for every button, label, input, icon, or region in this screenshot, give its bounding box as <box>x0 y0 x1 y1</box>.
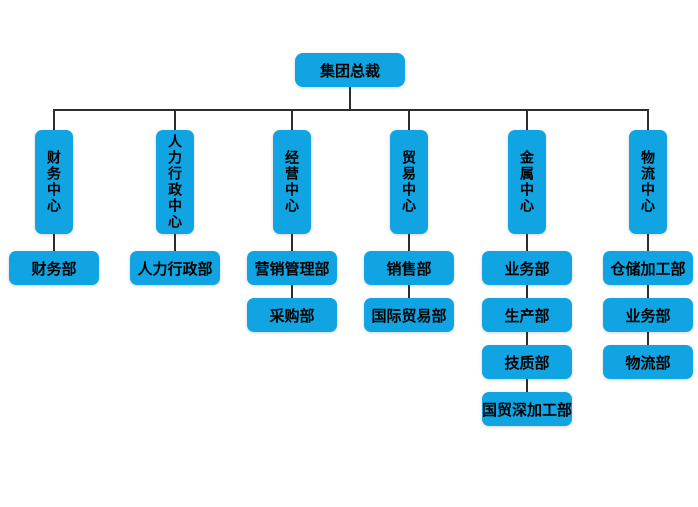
dept-node: 国贸深加工部 <box>482 392 572 426</box>
center-node-operations: 经营中心 <box>273 130 311 234</box>
connector-drop <box>647 109 649 130</box>
dept-node: 技质部 <box>482 345 572 379</box>
connector <box>174 234 176 251</box>
connector <box>647 285 649 298</box>
connector-drop <box>53 109 55 130</box>
dept-node: 仓储加工部 <box>603 251 693 285</box>
connector <box>408 285 410 298</box>
dept-node: 物流部 <box>603 345 693 379</box>
connector-drop <box>526 109 528 130</box>
connector <box>291 285 293 298</box>
connector <box>647 332 649 345</box>
connector <box>408 234 410 251</box>
connector-horizontal-bus <box>53 109 649 111</box>
connector-root-stub <box>349 87 351 110</box>
dept-node: 人力行政部 <box>130 251 220 285</box>
center-node-finance: 财务中心 <box>35 130 73 234</box>
connector <box>526 332 528 345</box>
center-node-trade: 贸易中心 <box>390 130 428 234</box>
dept-node: 财务部 <box>9 251 99 285</box>
center-node-logistics: 物流中心 <box>629 130 667 234</box>
connector-drop <box>174 109 176 130</box>
dept-node: 国际贸易部 <box>364 298 454 332</box>
dept-node: 生产部 <box>482 298 572 332</box>
dept-node: 营销管理部 <box>247 251 337 285</box>
center-node-hr-admin: 人力行政中心 <box>156 130 194 234</box>
dept-node: 业务部 <box>603 298 693 332</box>
dept-node: 销售部 <box>364 251 454 285</box>
dept-node: 业务部 <box>482 251 572 285</box>
connector-drop <box>408 109 410 130</box>
connector <box>526 379 528 392</box>
dept-node: 采购部 <box>247 298 337 332</box>
center-node-metal: 金属中心 <box>508 130 546 234</box>
root-node: 集团总裁 <box>295 53 405 87</box>
connector <box>526 234 528 251</box>
connector <box>291 234 293 251</box>
connector <box>647 234 649 251</box>
connector-drop <box>291 109 293 130</box>
connector <box>526 285 528 298</box>
connector <box>53 234 55 251</box>
